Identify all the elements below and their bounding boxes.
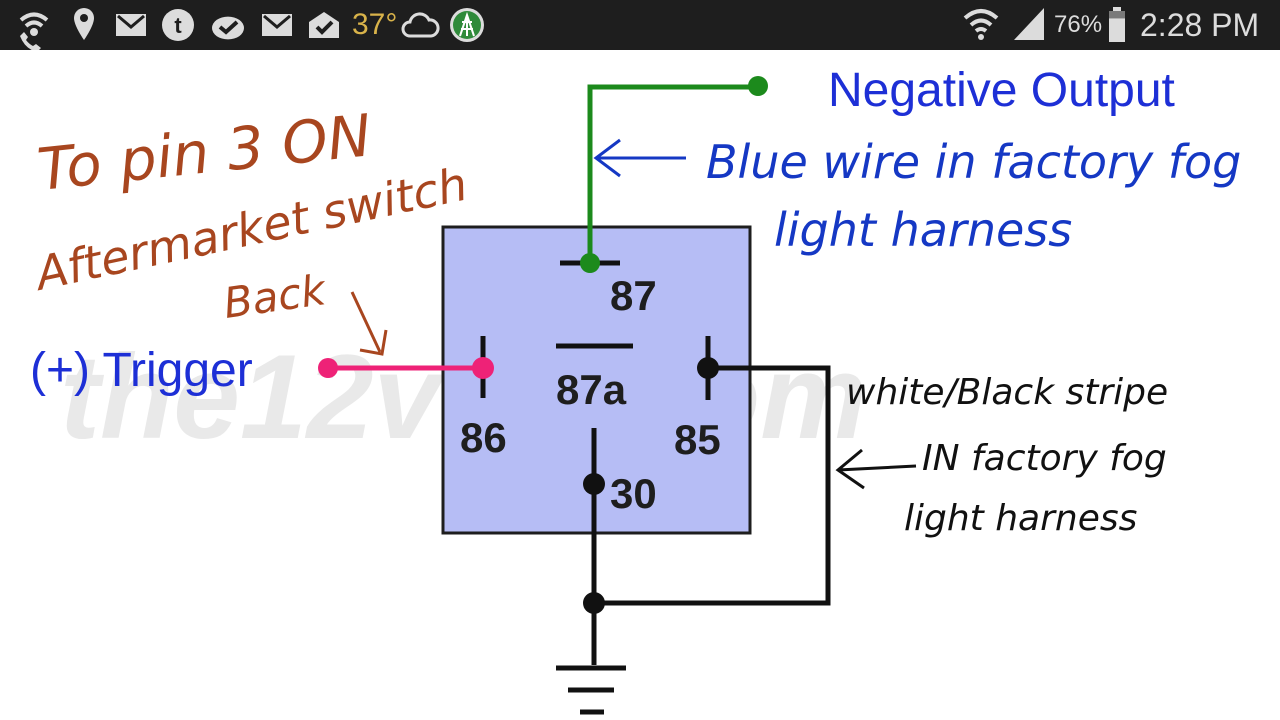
pin-30-label: 30	[610, 470, 657, 517]
ground-junction-node	[583, 592, 605, 614]
tumblr-icon: t	[162, 9, 194, 41]
pin-87a-label: 87a	[556, 366, 627, 413]
blue-note-line1: Blue wire in factory fog	[706, 135, 1241, 189]
black-note-line3: light harness	[904, 498, 1137, 539]
location-pin-icon	[74, 8, 94, 40]
pin-86-node	[472, 357, 494, 379]
trigger-terminal	[318, 358, 338, 378]
pin-30-node	[583, 473, 605, 495]
blue-arrow	[593, 138, 686, 178]
wifi-call-icon	[19, 12, 49, 50]
black-note-line1: white/Black stripe	[846, 372, 1168, 413]
status-bar: t 37° 76% 2:28 PM	[0, 0, 1280, 50]
temperature-text: 37°	[352, 8, 398, 41]
gmail-icon	[116, 14, 146, 36]
mail-check-icon	[309, 12, 339, 38]
cloud-icon	[401, 12, 440, 38]
pin-86-label: 86	[460, 414, 507, 461]
pin-85-label: 85	[674, 416, 721, 463]
antenna-app-icon	[450, 8, 484, 42]
wifi-icon	[963, 9, 999, 40]
battery-icon	[1109, 7, 1125, 42]
battery-percent: 76%	[1054, 11, 1103, 38]
clock-time: 2:28 PM	[1140, 7, 1260, 43]
trigger-label: (+) Trigger	[30, 344, 253, 397]
done-icon	[212, 16, 244, 40]
pin-87-label: 87	[610, 272, 657, 319]
pin-87-node	[580, 253, 600, 273]
red-note-line3: Back	[221, 265, 330, 328]
red-arrow	[350, 291, 388, 356]
ground-symbol	[556, 665, 626, 715]
blue-note-line2: light harness	[774, 203, 1072, 257]
pin-85-wire	[594, 365, 831, 606]
svg-text:t: t	[174, 13, 182, 38]
email-icon	[262, 14, 292, 36]
signal-icon	[1014, 8, 1044, 40]
negative-output-terminal	[748, 76, 768, 96]
pin-85-node	[697, 357, 719, 379]
black-note-line2: IN factory fog	[922, 438, 1167, 479]
negative-output-wire	[587, 84, 758, 262]
negative-output-label: Negative Output	[828, 64, 1175, 117]
relay-wiring-diagram: the12volt.com 87 87a 86 85 30 Negative O…	[28, 64, 1241, 715]
black-arrow	[835, 448, 917, 490]
